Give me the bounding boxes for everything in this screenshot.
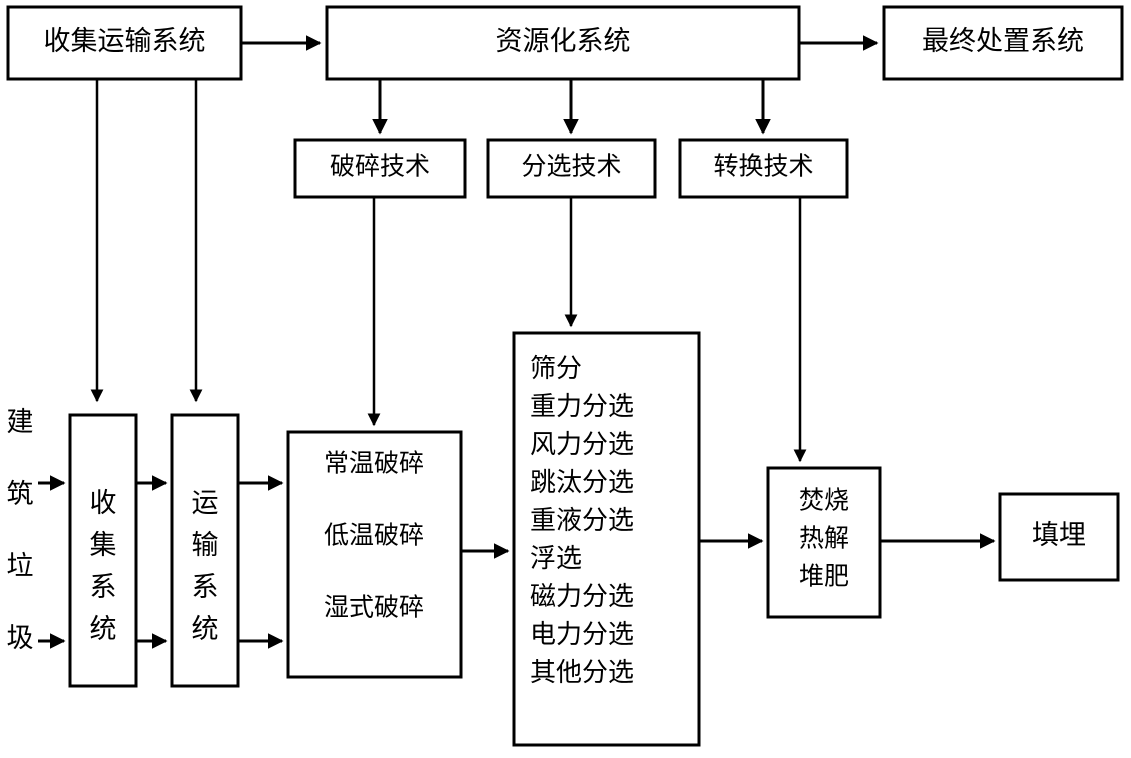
collection-system-char-0: 收 bbox=[90, 488, 117, 518]
final-disposal-system-box[interactable]: 最终处置系统 bbox=[882, 5, 1124, 81]
separation-tech-box[interactable]: 分选技术 bbox=[486, 138, 657, 199]
landfill-box[interactable]: 填埋 bbox=[998, 492, 1120, 582]
separation-methods-box[interactable]: 筛分 重力分选 风力分选 跳汰分选 重液分选 浮选 磁力分选 电力分选 其他分选 bbox=[512, 331, 701, 747]
separation-method-7: 电力分选 bbox=[530, 620, 634, 649]
collection-system-box[interactable]: 收 集 系 统 bbox=[68, 413, 138, 688]
source-label-construction-waste: 建 筑 垃 圾 bbox=[7, 407, 34, 653]
transport-system-char-2: 系 bbox=[192, 572, 219, 602]
collection-transport-system-label: 收集运输系统 bbox=[44, 26, 206, 56]
landfill-label: 填埋 bbox=[1032, 520, 1086, 550]
transport-system-char-1: 输 bbox=[192, 530, 219, 560]
source-char-2: 垃 bbox=[7, 551, 34, 581]
conversion-methods-box[interactable]: 焚烧 热解 堆肥 bbox=[766, 466, 882, 619]
source-char-3: 圾 bbox=[7, 623, 34, 653]
source-char-0: 建 bbox=[7, 407, 34, 437]
conversion-tech-box[interactable]: 转换技术 bbox=[678, 138, 849, 199]
source-char-1: 筑 bbox=[7, 479, 34, 509]
resource-system-box[interactable]: 资源化系统 bbox=[325, 5, 801, 81]
conversion-method-0: 焚烧 bbox=[799, 487, 849, 515]
collection-system-char-3: 统 bbox=[90, 614, 117, 644]
crushing-tech-label: 破碎技术 bbox=[330, 153, 430, 181]
transport-system-box[interactable]: 运 输 系 统 bbox=[170, 413, 240, 688]
transport-system-char-0: 运 bbox=[192, 488, 219, 518]
separation-method-4: 重液分选 bbox=[530, 506, 634, 535]
conversion-tech-label: 转换技术 bbox=[713, 153, 813, 181]
separation-method-1: 重力分选 bbox=[530, 392, 634, 421]
collection-system-char-2: 系 bbox=[90, 572, 117, 602]
separation-method-0: 筛分 bbox=[530, 354, 582, 383]
resource-system-label: 资源化系统 bbox=[496, 26, 631, 56]
separation-method-3: 跳汰分选 bbox=[530, 468, 634, 497]
collection-transport-system-box[interactable]: 收集运输系统 bbox=[6, 5, 243, 81]
crushing-methods-box[interactable]: 常温破碎 低温破碎 湿式破碎 bbox=[286, 430, 463, 679]
separation-method-6: 磁力分选 bbox=[530, 582, 634, 611]
crushing-tech-box[interactable]: 破碎技术 bbox=[293, 138, 467, 199]
conversion-method-1: 热解 bbox=[799, 525, 849, 553]
final-disposal-system-label: 最终处置系统 bbox=[922, 26, 1084, 56]
conversion-method-2: 堆肥 bbox=[799, 563, 849, 591]
separation-method-2: 风力分选 bbox=[530, 430, 634, 459]
separation-tech-label: 分选技术 bbox=[521, 153, 621, 181]
crushing-method-0: 常温破碎 bbox=[324, 450, 424, 478]
separation-method-5: 浮选 bbox=[530, 544, 582, 573]
transport-system-char-3: 统 bbox=[192, 614, 219, 644]
collection-system-char-1: 集 bbox=[90, 530, 117, 560]
crushing-method-1: 低温破碎 bbox=[324, 522, 424, 550]
crushing-method-2: 湿式破碎 bbox=[324, 594, 424, 622]
separation-method-8: 其他分选 bbox=[530, 658, 634, 687]
